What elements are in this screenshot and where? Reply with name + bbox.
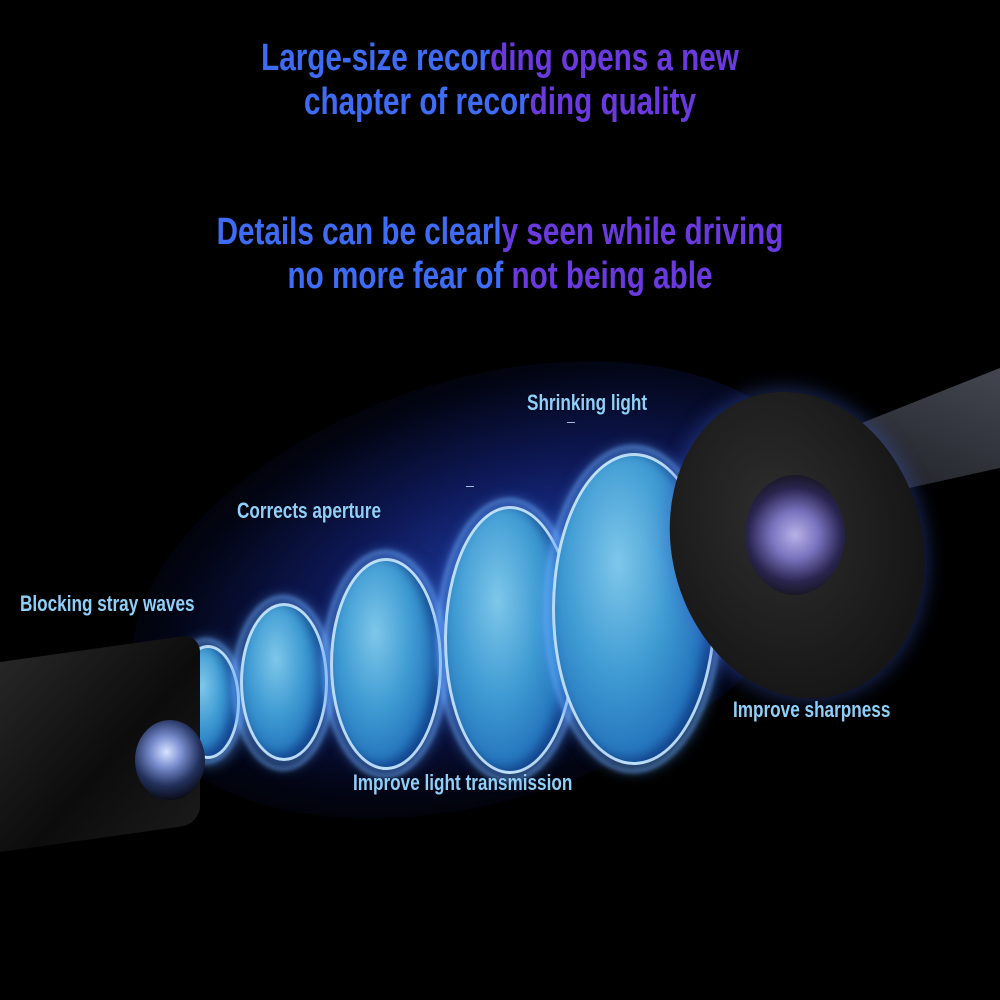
headline-text-blue: no more fear of (287, 255, 512, 297)
headline-line: Large-size recording opens a new (110, 36, 890, 80)
headline-line: chapter of recording quality (110, 80, 890, 124)
lens-illustration (0, 320, 1000, 1000)
headline-text-purple: y seen while driving (501, 211, 784, 253)
camera-lens-glass (745, 475, 845, 595)
headline-text-blue: chapter of recor (304, 81, 530, 123)
label-shrinking-light: Shrinking light (527, 390, 648, 415)
lens-element-3 (330, 558, 442, 770)
label-improve-light-transmission: Improve light transmission (353, 770, 573, 795)
dash-mark (567, 422, 575, 423)
dash-mark (466, 486, 474, 487)
label-blocking-stray-waves: Blocking stray waves (20, 591, 195, 616)
headline-text-purple: ding quality (529, 81, 696, 123)
headline-recording-quality: Large-size recording opens a new chapter… (110, 36, 890, 124)
label-corrects-aperture: Corrects aperture (237, 498, 382, 523)
headline-text-blue: Details can be clearl (216, 211, 502, 253)
headline-line: Details can be clearly seen while drivin… (110, 210, 890, 254)
headline-line: no more fear of not being able (110, 254, 890, 298)
headline-text-blue: Large-size recor (261, 37, 491, 79)
headline-details-driving: Details can be clearly seen while drivin… (110, 210, 890, 298)
headline-text-purple: ding opens a new (490, 37, 739, 79)
camera-small-lens (135, 720, 205, 800)
headline-text-purple: not being able (511, 255, 713, 297)
label-improve-sharpness: Improve sharpness (733, 697, 891, 722)
lens-element-2 (240, 603, 328, 761)
